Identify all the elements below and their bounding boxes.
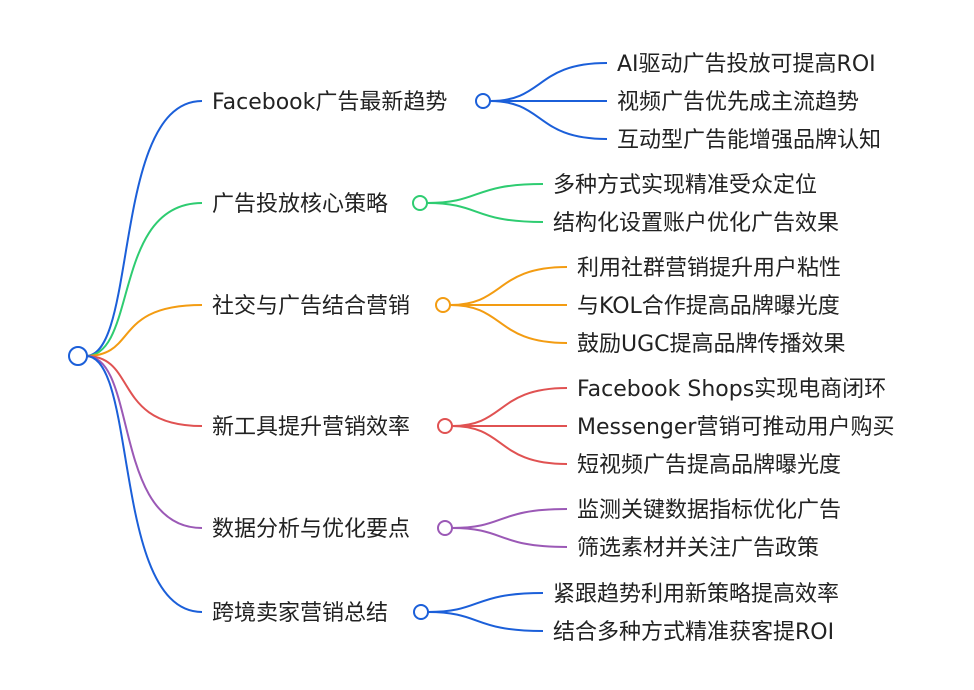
branch-4-child-1-label: Facebook Shops实现电商闭环 — [577, 377, 886, 402]
branch-3-child-1-link — [449, 266, 568, 306]
branch-1-child-1-link — [489, 62, 608, 102]
branch-6-child-1-link — [427, 592, 544, 613]
links-layer — [85, 62, 608, 632]
branch-2-child-1-label: 多种方式实现精准受众定位 — [553, 173, 817, 198]
branch-4-child-2-label: Messenger营销可推动用户购买 — [577, 415, 894, 440]
branch-1-child-2-label: 视频广告优先成主流趋势 — [617, 90, 859, 115]
branch-3-link — [85, 304, 203, 357]
branch-3-child-2-label: 与KOL合作提高品牌曝光度 — [577, 294, 840, 319]
branch-3-node — [435, 297, 451, 313]
branch-6-child-2-label: 结合多种方式精准获客提ROI — [553, 620, 834, 645]
branch-2-child-2-link — [426, 202, 544, 223]
branch-4-label: 新工具提升营销效率 — [212, 415, 410, 440]
nodes-layer — [68, 93, 491, 620]
branch-4-child-3-label: 短视频广告提高品牌曝光度 — [577, 453, 841, 478]
branch-4-child-3-link — [451, 425, 568, 465]
branch-2-child-2-label: 结构化设置账户优化广告效果 — [553, 211, 839, 236]
branch-2-child-1-link — [426, 183, 544, 204]
branch-5-child-1-label: 监测关键数据指标优化广告 — [577, 498, 841, 523]
branch-3-label: 社交与广告结合营销 — [212, 294, 410, 319]
branch-1-child-1-label: AI驱动广告投放可提高ROI — [617, 52, 876, 77]
branch-6-label: 跨境卖家营销总结 — [212, 601, 388, 626]
branch-3-child-1-label: 利用社群营销提升用户粘性 — [577, 256, 841, 281]
branch-6-node — [413, 604, 429, 620]
branch-2-node — [412, 195, 428, 211]
branch-6-link — [85, 355, 203, 613]
branch-1-child-3-link — [489, 100, 608, 140]
branch-1-node — [475, 93, 491, 109]
branch-5-child-2-link — [451, 527, 568, 548]
branch-5-child-2-label: 筛选素材并关注广告政策 — [577, 536, 819, 561]
root-node — [68, 346, 88, 366]
branch-3-child-3-label: 鼓励UGC提高品牌传播效果 — [577, 332, 846, 357]
branch-2-label: 广告投放核心策略 — [212, 192, 388, 217]
branch-5-link — [85, 355, 203, 529]
branch-5-child-1-link — [451, 508, 568, 529]
branch-4-node — [437, 418, 453, 434]
labels-layer: Facebook广告最新趋势 AI驱动广告投放可提高ROI 视频广告优先成主流趋势互… — [212, 52, 894, 645]
branch-4-child-1-link — [451, 387, 568, 427]
branch-1-child-3-label: 互动型广告能增强品牌认知 — [617, 128, 881, 153]
branch-2-link — [85, 202, 203, 357]
branch-3-child-3-link — [449, 304, 568, 344]
branch-1-label: Facebook广告最新趋势 — [212, 90, 447, 115]
branch-1-link — [85, 100, 203, 357]
branch-5-label: 数据分析与优化要点 — [212, 517, 410, 542]
branch-4-link — [85, 355, 203, 427]
branch-6-child-1-label: 紧跟趋势利用新策略提高效率 — [553, 582, 839, 607]
branch-5-node — [437, 520, 453, 536]
branch-6-child-2-link — [427, 611, 544, 632]
